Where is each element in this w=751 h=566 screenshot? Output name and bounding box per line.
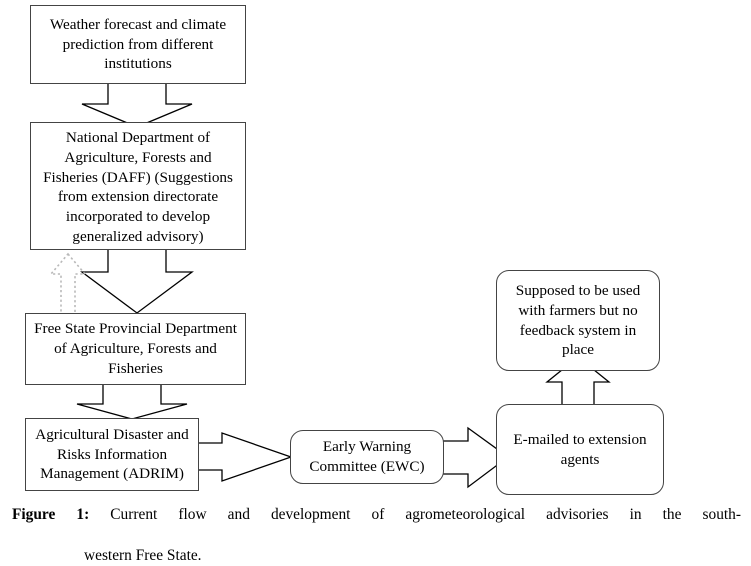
figure-caption-label: Figure 1: (12, 506, 90, 523)
node-early-warning-committee[interactable]: Early Warning Committee (EWC) (290, 430, 444, 484)
node-weather-forecast[interactable]: Weather forecast and climate prediction … (30, 5, 246, 84)
arrow-forecast-to-daff (81, 78, 193, 128)
node-supposed-to-be-used-with-farmers-label: Supposed to be used with farmers but no … (515, 282, 641, 359)
node-national-department-daff-label: National Department of Agriculture, Fore… (43, 129, 233, 245)
node-emailed-to-extension-agents[interactable]: E-mailed to extension agents (496, 404, 664, 495)
node-national-department-daff[interactable]: National Department of Agriculture, Fore… (30, 122, 246, 250)
node-emailed-to-extension-agents-label: E-mailed to extension agents (513, 430, 647, 468)
arrow-daff-to-freestate (80, 244, 194, 314)
node-free-state-provincial-department[interactable]: Free State Provincial Department of Agri… (25, 313, 246, 385)
node-adrim[interactable]: Agricultural Disaster and Risks Informat… (25, 418, 199, 491)
arrow-freestate-to-adrim (76, 380, 188, 420)
arrow-adrim-to-ewc (195, 432, 293, 482)
node-adrim-label: Agricultural Disaster and Risks Informat… (35, 425, 189, 483)
figure-caption: Figure 1: Current flow and development o… (12, 505, 741, 566)
node-free-state-provincial-department-label: Free State Provincial Department of Agri… (34, 320, 237, 377)
node-supposed-to-be-used-with-farmers[interactable]: Supposed to be used with farmers but no … (496, 270, 660, 371)
node-weather-forecast-label: Weather forecast and climate prediction … (49, 15, 227, 73)
node-early-warning-committee-label: Early Warning Committee (EWC) (309, 438, 425, 475)
figure-caption-line-1: Current flow and development of agromete… (110, 506, 742, 523)
arrow-freestate-to-daff-dotted (49, 252, 87, 319)
